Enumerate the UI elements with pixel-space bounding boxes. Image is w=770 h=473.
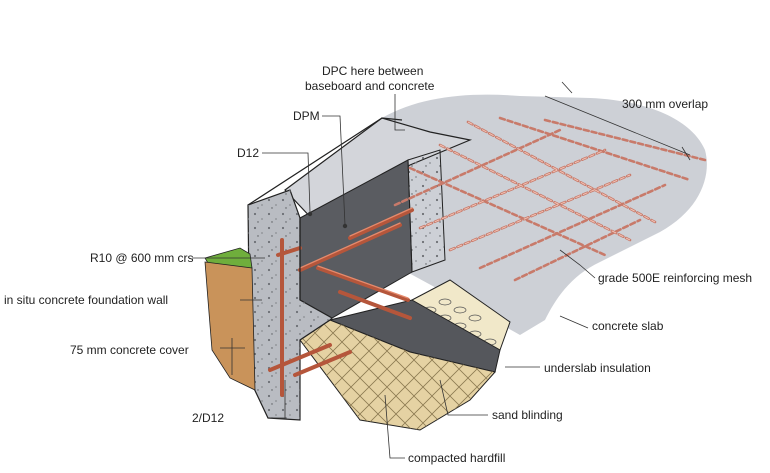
- label-d12: D12: [237, 146, 259, 160]
- label-dpc-line2: baseboard and concrete: [305, 79, 435, 93]
- labels: DPC here between baseboard and concrete …: [4, 64, 752, 465]
- label-r10: R10 @ 600 mm crs: [90, 251, 194, 265]
- label-sand: sand blinding: [492, 408, 563, 422]
- leader-lines: [192, 94, 596, 459]
- reinforcing-mesh: [393, 116, 707, 282]
- label-overlap: 300 mm overlap: [622, 97, 708, 111]
- label-dpm: DPM: [293, 109, 320, 123]
- label-foundation-wall: in situ concrete foundation wall: [4, 293, 168, 307]
- label-cover: 75 mm concrete cover: [70, 343, 189, 357]
- label-slab: concrete slab: [592, 319, 664, 333]
- overlap-dimension: [544, 81, 691, 161]
- label-mesh: grade 500E reinforcing mesh: [598, 271, 752, 285]
- label-dpc-line1: DPC here between: [322, 64, 423, 78]
- label-insulation: underslab insulation: [544, 361, 651, 375]
- ground-soil: [204, 261, 256, 391]
- hardfill-hatch: [300, 320, 495, 430]
- rebar-bars: [268, 207, 414, 397]
- label-bottom-bars: 2/D12: [192, 411, 224, 425]
- label-hardfill: compacted hardfill: [408, 451, 505, 465]
- wall-speckle: [248, 190, 332, 420]
